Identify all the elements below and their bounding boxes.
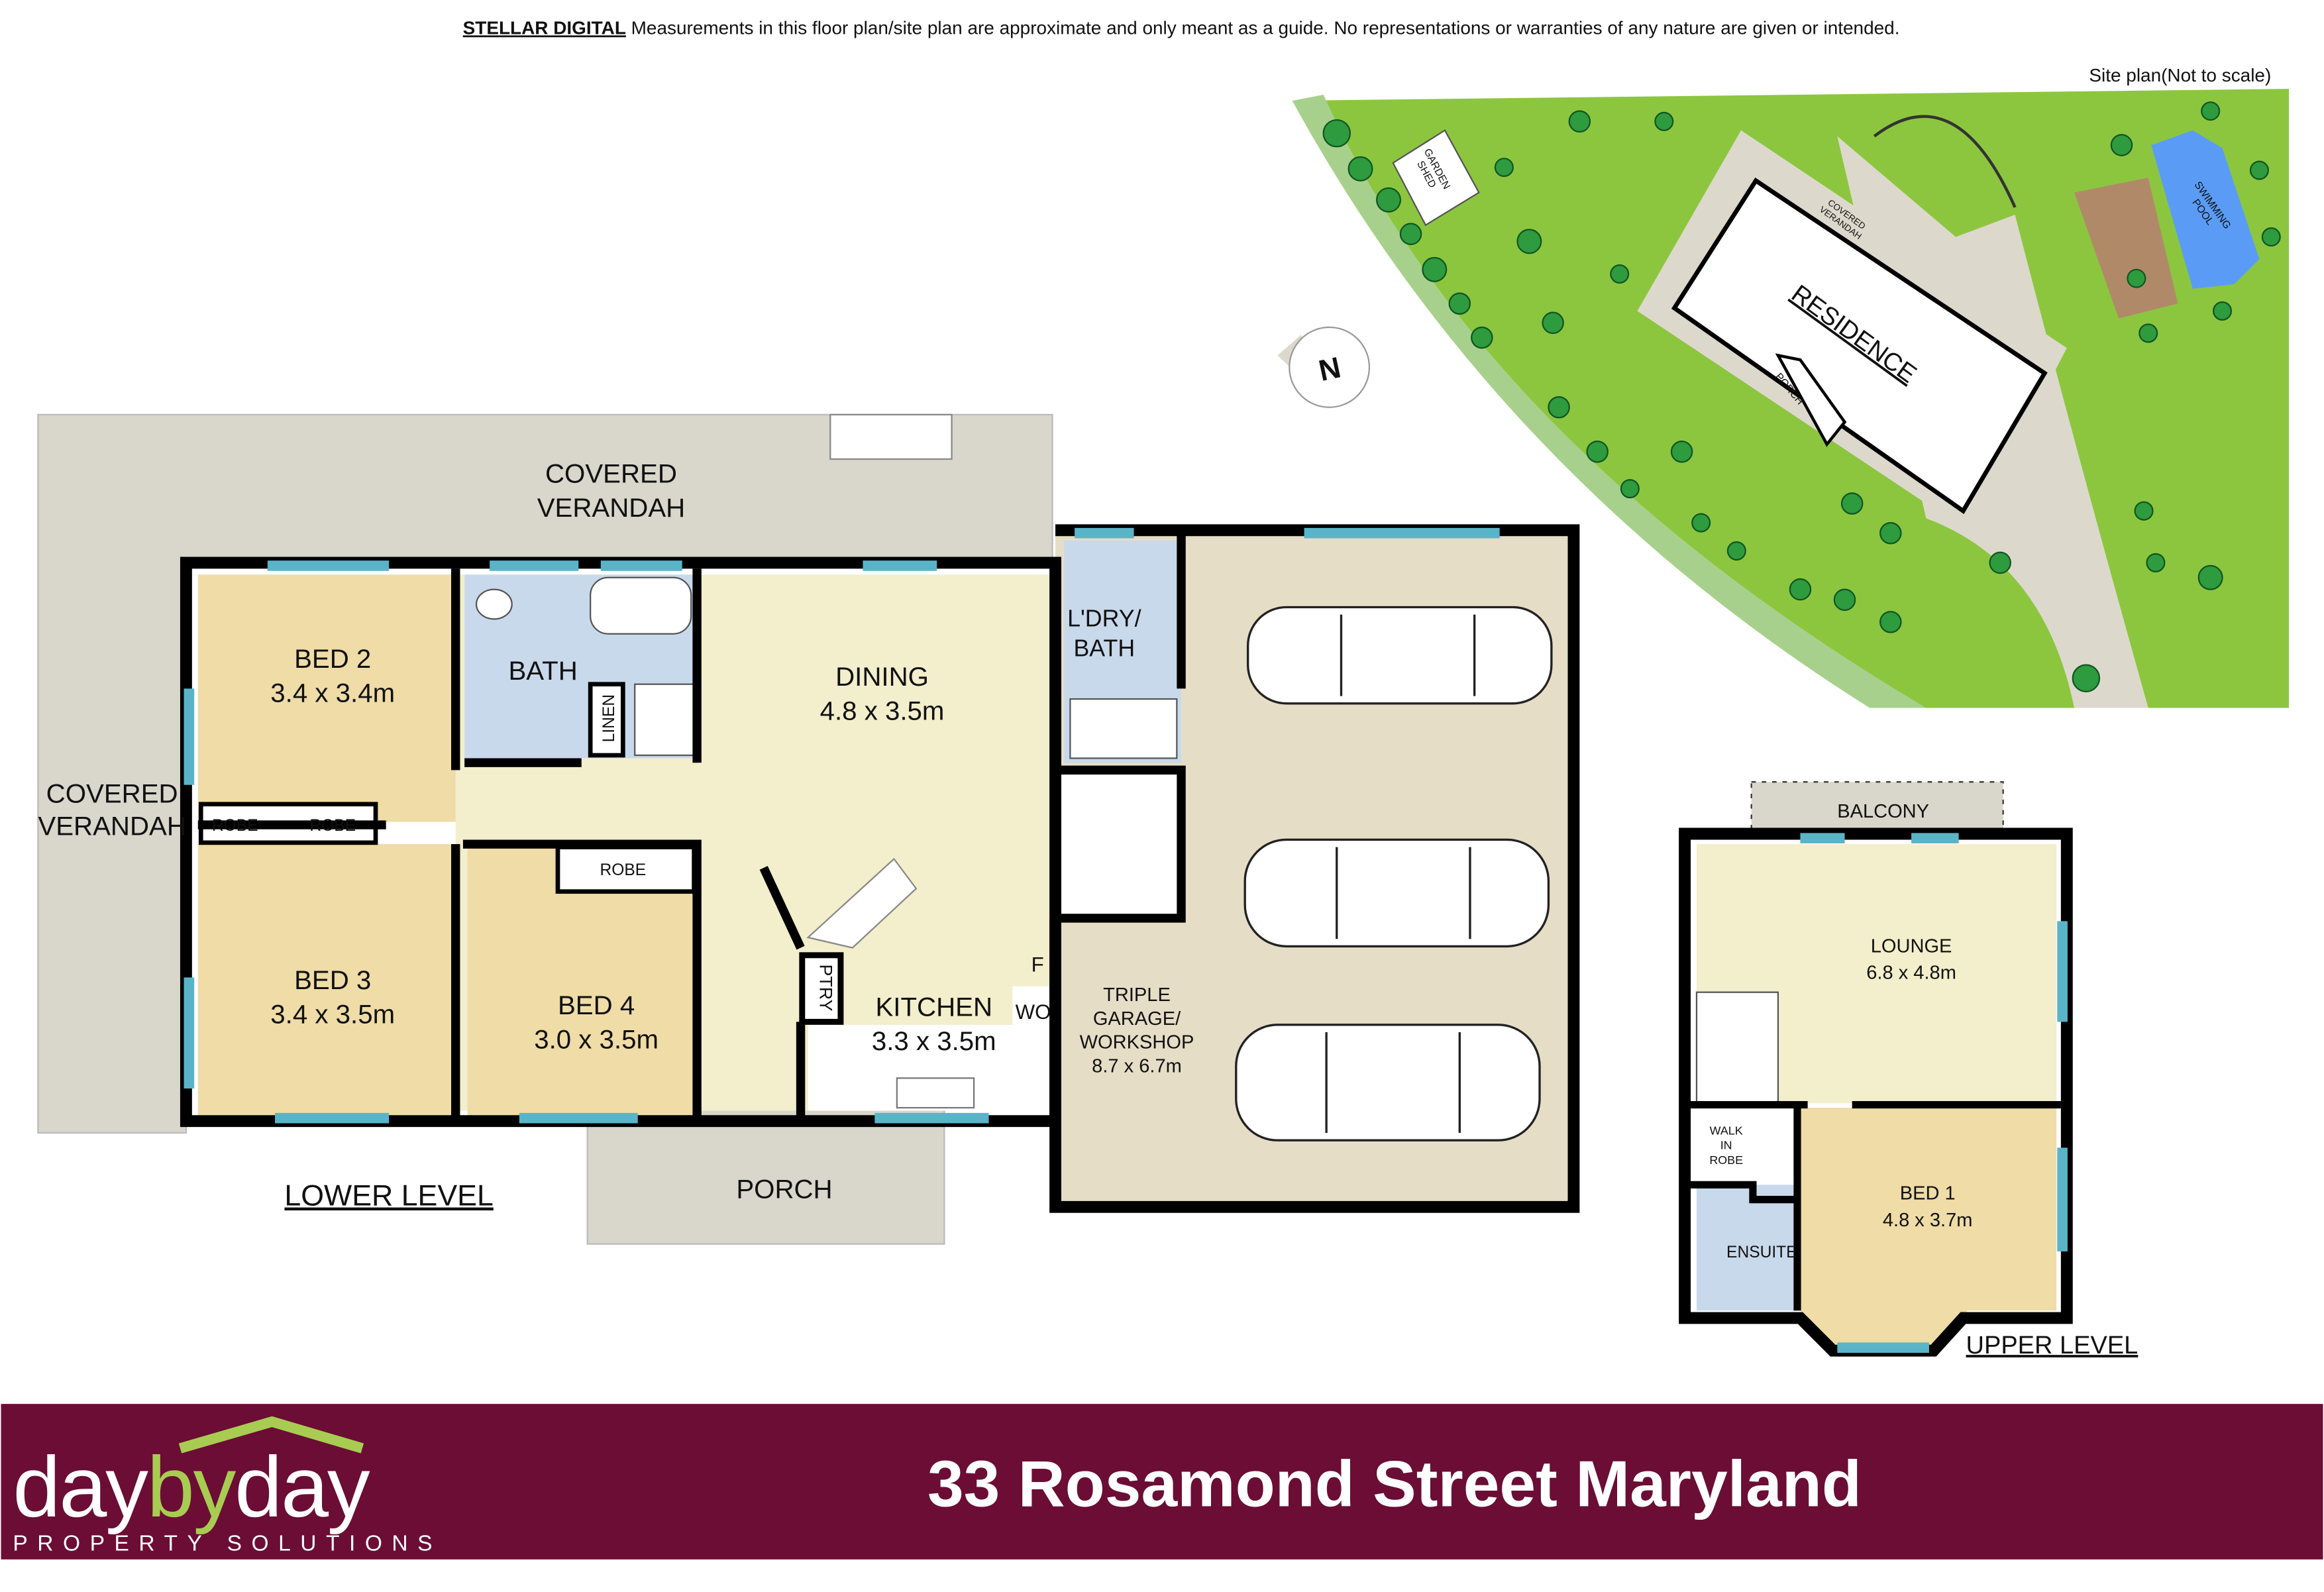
logo-roof-icon xyxy=(178,1416,364,1454)
lower-level-title: LOWER LEVEL xyxy=(284,1180,493,1212)
verandah-steps xyxy=(829,413,953,460)
upper-interior-walls xyxy=(1691,1100,2061,1311)
site-plan: Site plan(Not to scale) GARDENSHED COVER… xyxy=(1277,65,2290,708)
toilet-icon xyxy=(475,588,513,620)
pool-deck xyxy=(2074,178,2178,319)
balcony-label: BALCONY xyxy=(1837,801,1929,822)
driveway-arc xyxy=(1873,115,2017,208)
upper-level-title: UPPER LEVEL xyxy=(1966,1332,2139,1359)
upper-stairs xyxy=(1695,991,1779,1104)
north-compass-icon: N xyxy=(1277,326,1371,408)
bath-label: BATH xyxy=(508,656,577,686)
pantry-label: PTRY xyxy=(816,964,836,1011)
shower-icon xyxy=(634,683,695,757)
disclaimer: STELLAR DIGITAL Measurements in this flo… xyxy=(463,17,1900,38)
bathtub-icon xyxy=(590,576,692,635)
property-address: 33 Rosamond Street Maryland xyxy=(927,1447,1862,1520)
footer-banner xyxy=(1,1404,2323,1560)
wall-oven xyxy=(1012,986,1053,1028)
bed4-robe xyxy=(555,845,696,894)
disclaimer-text: Measurements in this floor plan/site pla… xyxy=(626,17,1900,38)
car-icon xyxy=(1243,838,1550,948)
laundry-shower-icon xyxy=(1069,698,1178,759)
robe-label: ROBE xyxy=(309,817,356,835)
logo-wordmark: daybyday xyxy=(13,1440,370,1535)
robe-label: ROBE xyxy=(600,861,647,879)
ensuite-fill xyxy=(1696,1185,1797,1311)
windows xyxy=(184,527,1500,1124)
garden-shed xyxy=(1392,129,1480,227)
bed2-fill xyxy=(197,574,456,822)
pantry xyxy=(799,952,844,1025)
robe-label: ROBE xyxy=(212,817,258,835)
fridge-label: F xyxy=(1031,953,1044,976)
company-logo: daybyday PROPERTY SOLUTIONS xyxy=(13,1416,442,1556)
bed1-fill xyxy=(1797,1108,2057,1345)
interior-walls xyxy=(197,530,1186,1126)
ensuite-label: ENSUITE xyxy=(1726,1244,1797,1261)
kitchen-island xyxy=(806,857,918,949)
linen-label: LINEN xyxy=(600,694,618,742)
site-plan-label: Site plan(Not to scale) xyxy=(2089,65,2271,85)
swimming-pool xyxy=(2151,130,2260,289)
residence xyxy=(1671,178,2048,515)
upper-windows xyxy=(1800,833,2068,1353)
brand-name: STELLAR DIGITAL xyxy=(463,17,626,38)
trees xyxy=(1322,101,2281,693)
stairs xyxy=(1057,772,1184,920)
porch-label: PORCH xyxy=(736,1174,832,1204)
residence-porch-step xyxy=(1775,353,1847,447)
car-icon xyxy=(1246,606,1553,705)
car-icons xyxy=(1235,606,1553,1141)
logo-tagline: PROPERTY SOLUTIONS xyxy=(13,1531,442,1556)
wall-oven-label: WO xyxy=(1016,1000,1051,1024)
bed3-fill xyxy=(197,844,456,1116)
linen-cupboard xyxy=(588,682,625,758)
sink-icon xyxy=(896,1077,975,1109)
balcony-area xyxy=(1750,781,2004,835)
car-icon xyxy=(1235,1024,1541,1141)
laundry-label: L'DRY/BATH xyxy=(1067,606,1141,662)
